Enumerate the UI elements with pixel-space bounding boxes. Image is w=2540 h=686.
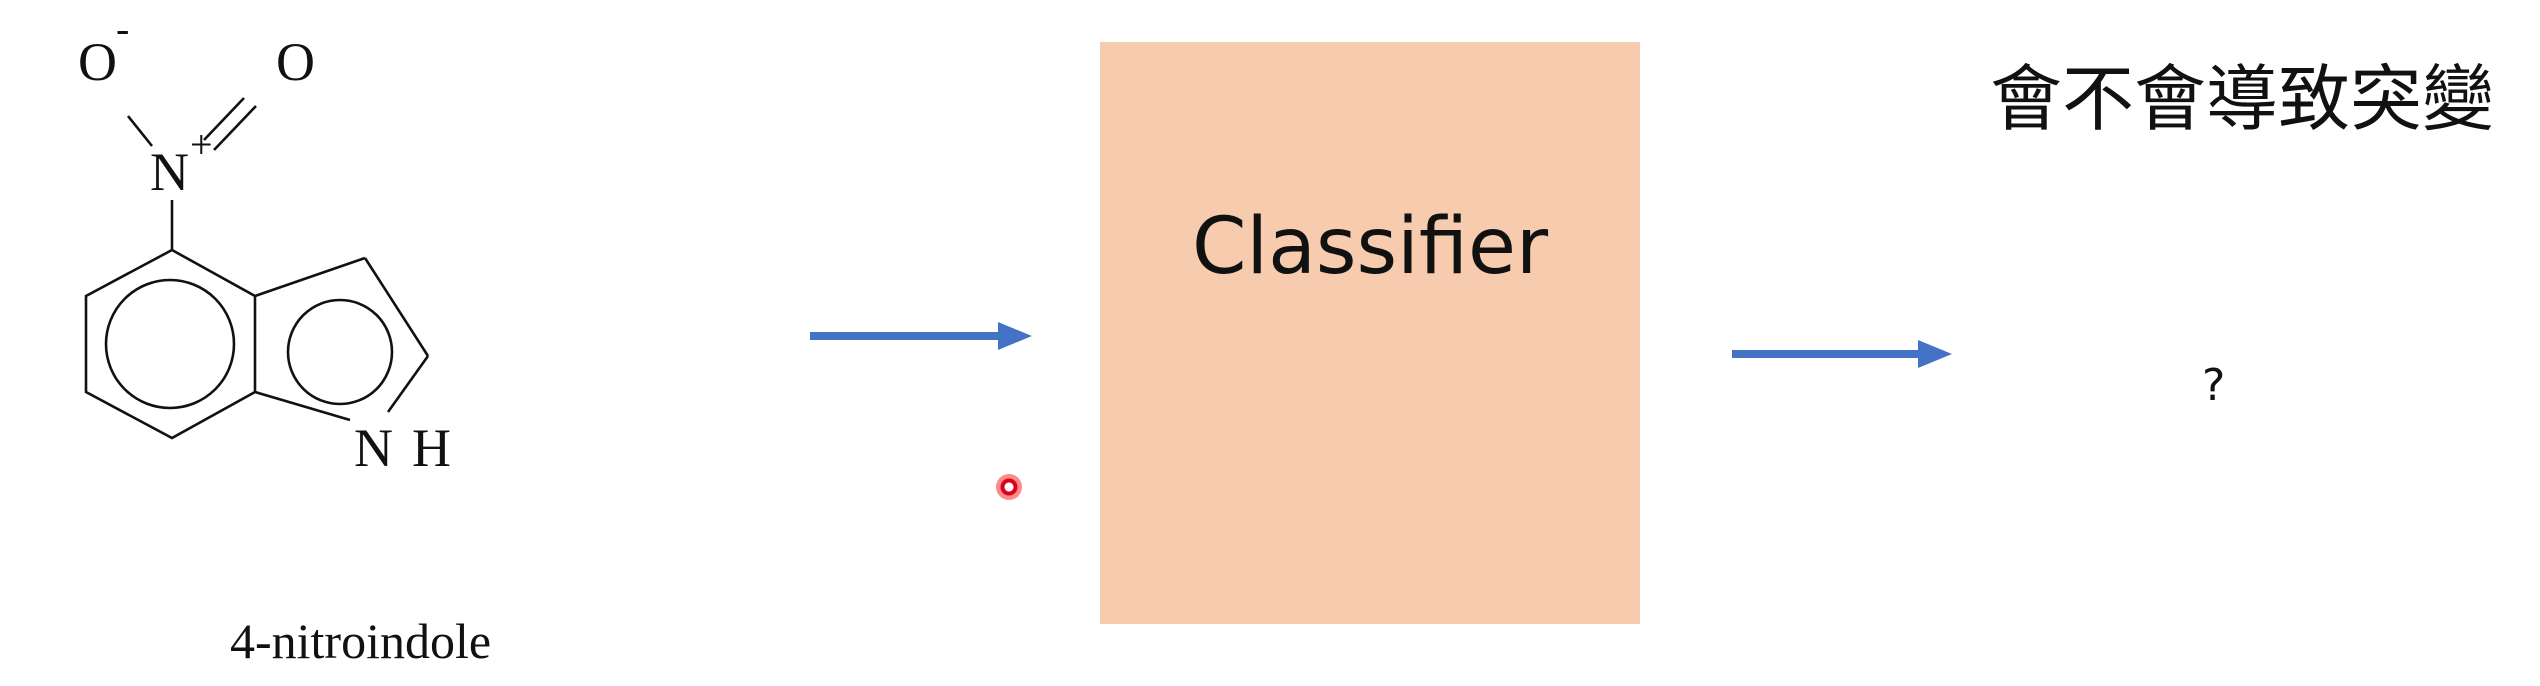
benzene-aromatic-circle — [104, 278, 236, 410]
bond-n-o-minus — [126, 115, 154, 147]
benzene-ring — [84, 248, 257, 440]
charge-plus: + — [190, 122, 213, 167]
charge-minus: - — [116, 6, 129, 51]
classifier-box: Classifier — [1100, 42, 1640, 624]
bond-n1-c7a — [254, 390, 351, 422]
atom-nh-n: N — [354, 418, 393, 478]
output-arrow — [1732, 340, 1952, 368]
atom-nitro-n: N — [150, 142, 189, 202]
laser-pointer-icon — [996, 474, 1022, 500]
bond-n-o-double-b — [213, 105, 257, 151]
mutation-question: 會不會導致突變 — [1990, 57, 2495, 141]
atom-nh-h: H — [412, 418, 451, 478]
input-arrow — [810, 322, 1032, 350]
atom-o-minus: O — [78, 32, 117, 92]
answer-question-mark: ? — [2202, 360, 2226, 411]
compound-name: 4-nitroindole — [230, 613, 492, 669]
pyrrole-aromatic-circle — [286, 298, 394, 406]
bond-c2-n1 — [386, 355, 430, 413]
bond-c3-c2 — [363, 257, 430, 357]
bond-c3a-c3 — [254, 256, 366, 298]
classifier-label: Classifier — [1191, 202, 1549, 292]
bond-n-o-double-a — [203, 97, 245, 141]
atom-o-double: O — [276, 32, 315, 92]
molecule-structure: O - O N + N H — [78, 6, 451, 478]
